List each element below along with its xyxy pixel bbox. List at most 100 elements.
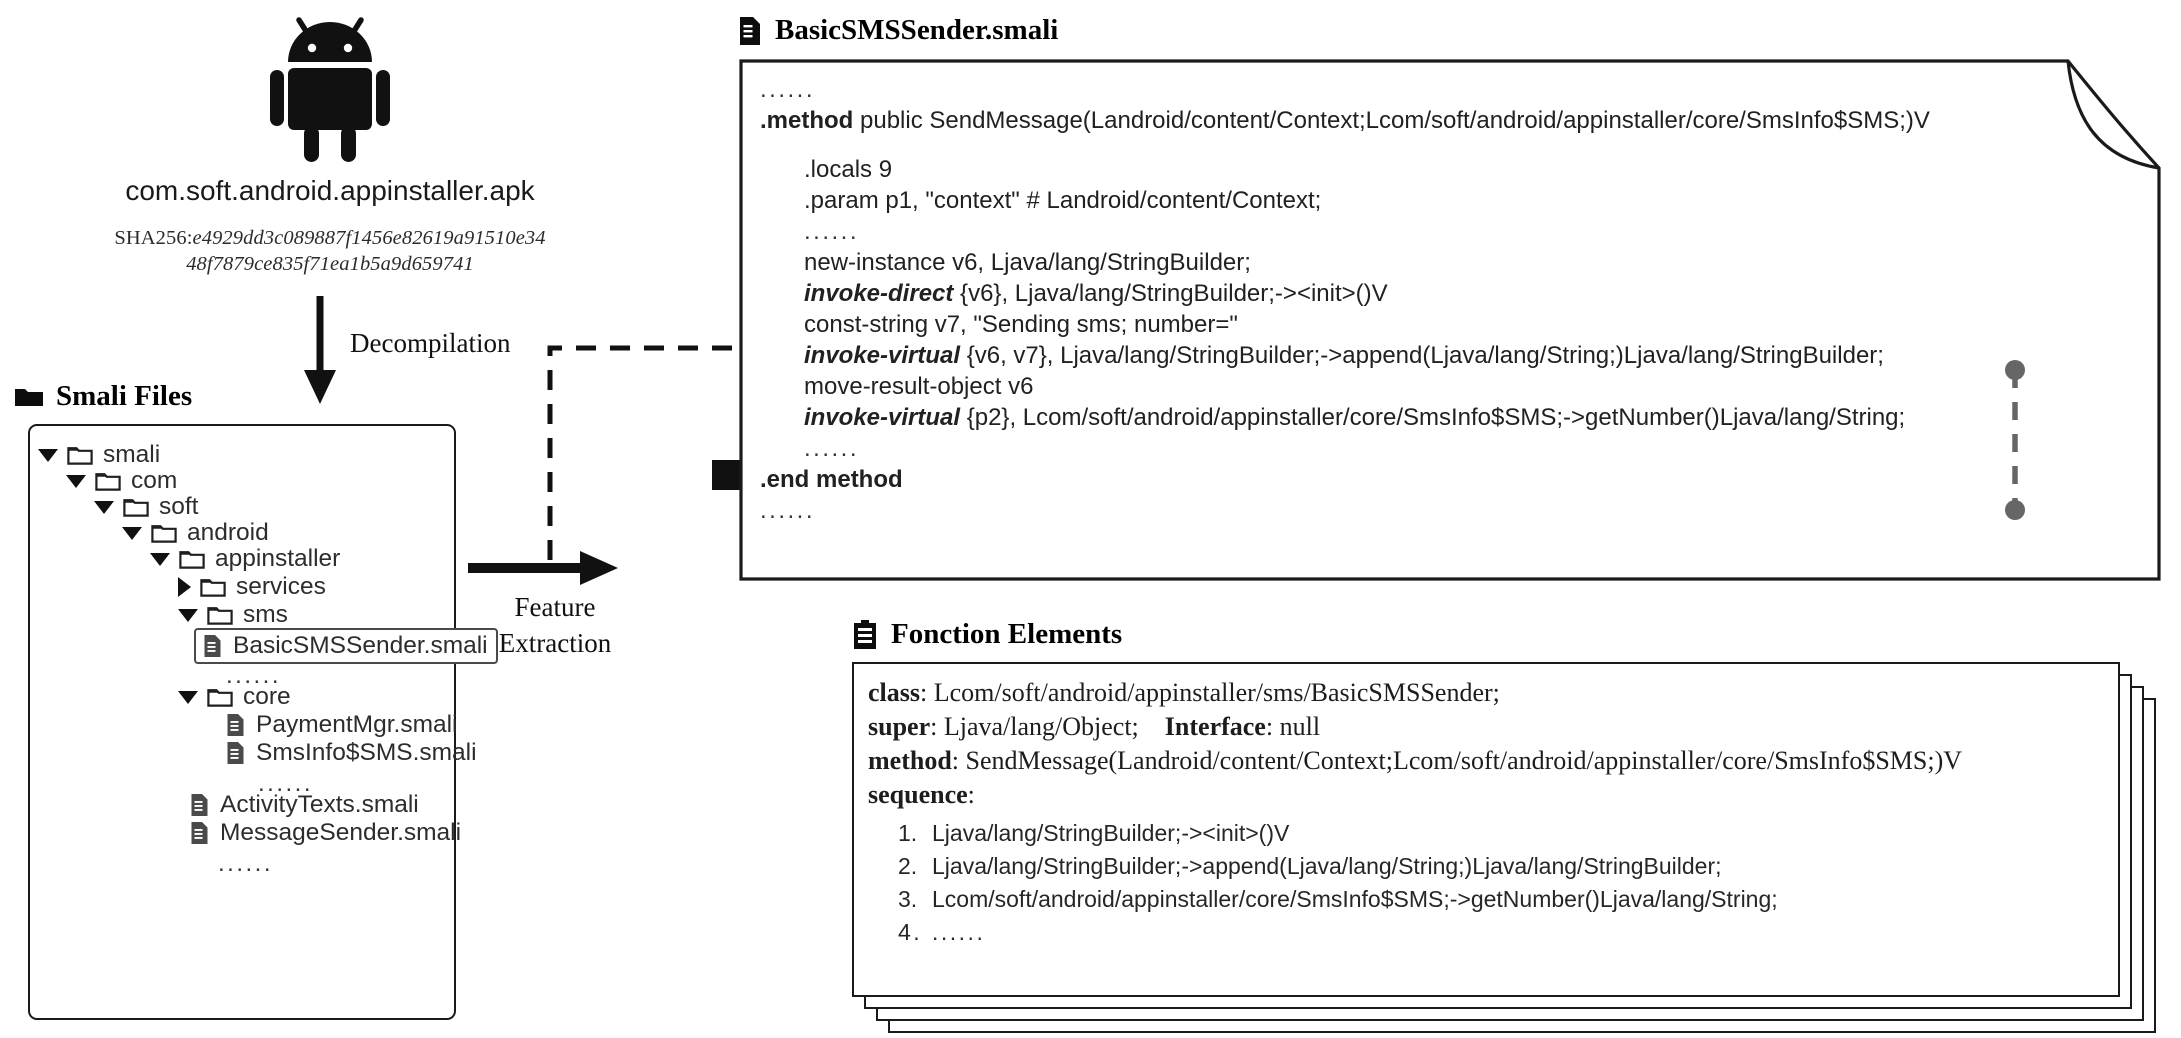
code-panel[interactable]: ...... .method public SendMessage(Landroi… xyxy=(738,58,2162,582)
tree-folder-sms[interactable]: sms xyxy=(178,600,288,630)
code-keyword: .method xyxy=(760,107,854,134)
fonction-elements-title: Fonction Elements xyxy=(891,618,1123,650)
chevron-down-icon[interactable] xyxy=(178,690,198,704)
tree-item-label: core xyxy=(243,683,291,710)
tree-folder-appinstaller[interactable]: appinstaller xyxy=(150,544,340,574)
feature-extraction-label-line2: Extraction xyxy=(498,628,612,658)
fe-super-line: super: Ljava/lang/Object; Interface: nul… xyxy=(868,712,1321,741)
code-line-1: .method public SendMessage(Landroid/cont… xyxy=(760,107,1930,134)
fe-sequence-number: 4. xyxy=(898,919,923,945)
code-lines: ...... .method public SendMessage(Landroi… xyxy=(760,76,2150,528)
fe-sequence-label: sequence xyxy=(868,780,968,809)
folder-outline-icon xyxy=(151,525,177,543)
code-panel-header: BasicSMSSender.smali xyxy=(738,14,1058,47)
fe-class-line: class: Lcom/soft/android/appinstaller/sm… xyxy=(868,678,1500,707)
tree-folder-core[interactable]: core xyxy=(178,682,291,712)
fe-method-label: method xyxy=(868,746,952,775)
decompilation-label: Decompilation xyxy=(350,328,511,358)
dashed-connector-icon xyxy=(547,345,735,560)
code-line-7: invoke-direct {v6}, Ljava/lang/StringBui… xyxy=(804,280,1388,307)
tree-folder-android[interactable]: android xyxy=(122,518,269,548)
sha256-label: SHA256: xyxy=(114,227,193,249)
chevron-down-icon[interactable] xyxy=(122,526,142,540)
chevron-down-icon[interactable] xyxy=(38,448,58,462)
tree-item-label: MessageSender.smali xyxy=(220,819,462,846)
fe-sequence-text: ...... xyxy=(932,919,986,945)
fe-method-line: method: SendMessage(Landroid/content/Con… xyxy=(868,746,1963,775)
code-line-12: ...... xyxy=(804,435,860,462)
tree-folder-com[interactable]: com xyxy=(66,466,177,496)
code-line-6: new-instance v6, Ljava/lang/StringBuilde… xyxy=(804,249,1251,276)
fe-method-value: SendMessage(Landroid/content/Context;Lco… xyxy=(965,746,1963,775)
tree-file-messagesender-smali[interactable]: MessageSender.smali xyxy=(190,818,461,848)
fe-sequence-number: 3. xyxy=(898,886,918,912)
smali-files-title: Smali Files xyxy=(56,380,193,412)
chevron-right-icon[interactable] xyxy=(178,577,191,597)
fonction-elements-card-stack[interactable]: class: Lcom/soft/android/appinstaller/sm… xyxy=(852,662,2162,1037)
fe-sequence-item-4: 4....... xyxy=(898,919,2118,952)
file-icon xyxy=(191,794,208,816)
tree-file-paymentmgr-smali[interactable]: PaymentMgr.smali xyxy=(226,710,458,740)
tree-item-label: ActivityTexts.smali xyxy=(220,791,419,818)
tree-item-label: sms xyxy=(243,601,288,628)
tree-folder-soft[interactable]: soft xyxy=(94,492,199,522)
code-line-14: ...... xyxy=(760,497,816,524)
tree-ellipsis: ...... xyxy=(226,662,282,689)
fe-super-value: Ljava/lang/Object; xyxy=(943,712,1139,741)
chevron-down-icon[interactable] xyxy=(150,552,170,566)
fe-super-label: super xyxy=(868,712,931,741)
fonction-elements-card-front[interactable]: class: Lcom/soft/android/appinstaller/sm… xyxy=(852,662,2120,997)
folder-outline-icon xyxy=(67,447,93,465)
tree-file-activitytexts-smali[interactable]: ActivityTexts.smali xyxy=(190,790,419,820)
fe-sequence-item-1: 1.Ljava/lang/StringBuilder;-><init>()V xyxy=(898,820,2118,853)
apk-file-name: com.soft.android.appinstaller.apk xyxy=(125,175,535,206)
chevron-down-icon[interactable] xyxy=(66,474,86,488)
fe-sequence-text: Ljava/lang/StringBuilder;->append(Ljava/… xyxy=(932,853,1722,879)
feature-extraction-label-line1: Feature xyxy=(514,592,596,622)
tree-folder-smali[interactable]: smali xyxy=(38,440,160,470)
apk-sha256-line-1: SHA256:e4929dd3c089887f1456e82619a91510e… xyxy=(0,227,660,250)
code-line-5: ...... xyxy=(804,218,860,245)
fonction-elements-header: Fonction Elements xyxy=(852,618,1122,651)
clipboard-list-icon xyxy=(854,619,876,649)
fe-sequence-number: 2. xyxy=(898,853,918,879)
tree-file-smsinfo-sms-smali[interactable]: SmsInfo$SMS.smali xyxy=(226,738,477,768)
tree-item-label: BasicSMSSender.smali xyxy=(233,632,488,659)
down-arrow-icon xyxy=(304,296,336,404)
tree-item-label: smali xyxy=(103,441,161,468)
fe-class-label: class xyxy=(868,678,920,707)
tree-file-basicsmssender-smali[interactable]: BasicSMSSender.smali xyxy=(194,628,498,664)
sha256-value-part-1: e4929dd3c089887f1456e82619a91510e34 xyxy=(192,227,546,249)
fe-sequence-item-2: 2. Ljava/lang/StringBuilder;->append(Ljav… xyxy=(898,853,2118,886)
file-icon xyxy=(227,742,244,764)
code-keyword: .end method xyxy=(760,466,903,493)
fe-sequence-item-3: 3. Lcom/soft/android/appinstaller/core/Sm… xyxy=(898,886,2118,919)
tree-item-label: appinstaller xyxy=(215,545,341,572)
tree-ellipsis: ...... xyxy=(258,770,314,797)
chevron-down-icon[interactable] xyxy=(94,500,114,514)
chevron-down-icon[interactable] xyxy=(178,608,198,622)
code-line-4: .param p1, "context" # Landroid/content/… xyxy=(804,187,1322,214)
file-icon xyxy=(204,635,221,657)
code-panel-sheet-with-folded-corner xyxy=(739,59,2161,581)
fe-sequence-text: Lcom/soft/android/appinstaller/core/SmsI… xyxy=(932,886,1778,912)
code-line-3: .locals 9 xyxy=(804,156,893,183)
folder-outline-icon xyxy=(207,607,233,625)
tree-folder-services[interactable]: services xyxy=(178,572,326,602)
code-panel-title: BasicSMSSender.smali xyxy=(775,14,1059,46)
apk-block: com.soft.android.appinstaller.apk SHA256… xyxy=(0,0,660,420)
tree-item-label: services xyxy=(236,573,326,600)
smali-files-header: Smali Files xyxy=(14,380,192,413)
code-opcode: invoke-direct xyxy=(804,280,954,307)
fe-interface-label: Interface xyxy=(1164,712,1266,741)
tree-item-label: PaymentMgr.smali xyxy=(256,711,458,738)
fe-sequence-number: 1. xyxy=(898,820,918,846)
code-line-gap xyxy=(760,138,2150,156)
code-opcode: invoke-virtual xyxy=(804,404,961,431)
file-icon xyxy=(227,714,244,736)
file-icon xyxy=(191,822,208,844)
code-line-9: invoke-virtual {v6, v7}, Ljava/lang/Stri… xyxy=(804,342,1884,369)
